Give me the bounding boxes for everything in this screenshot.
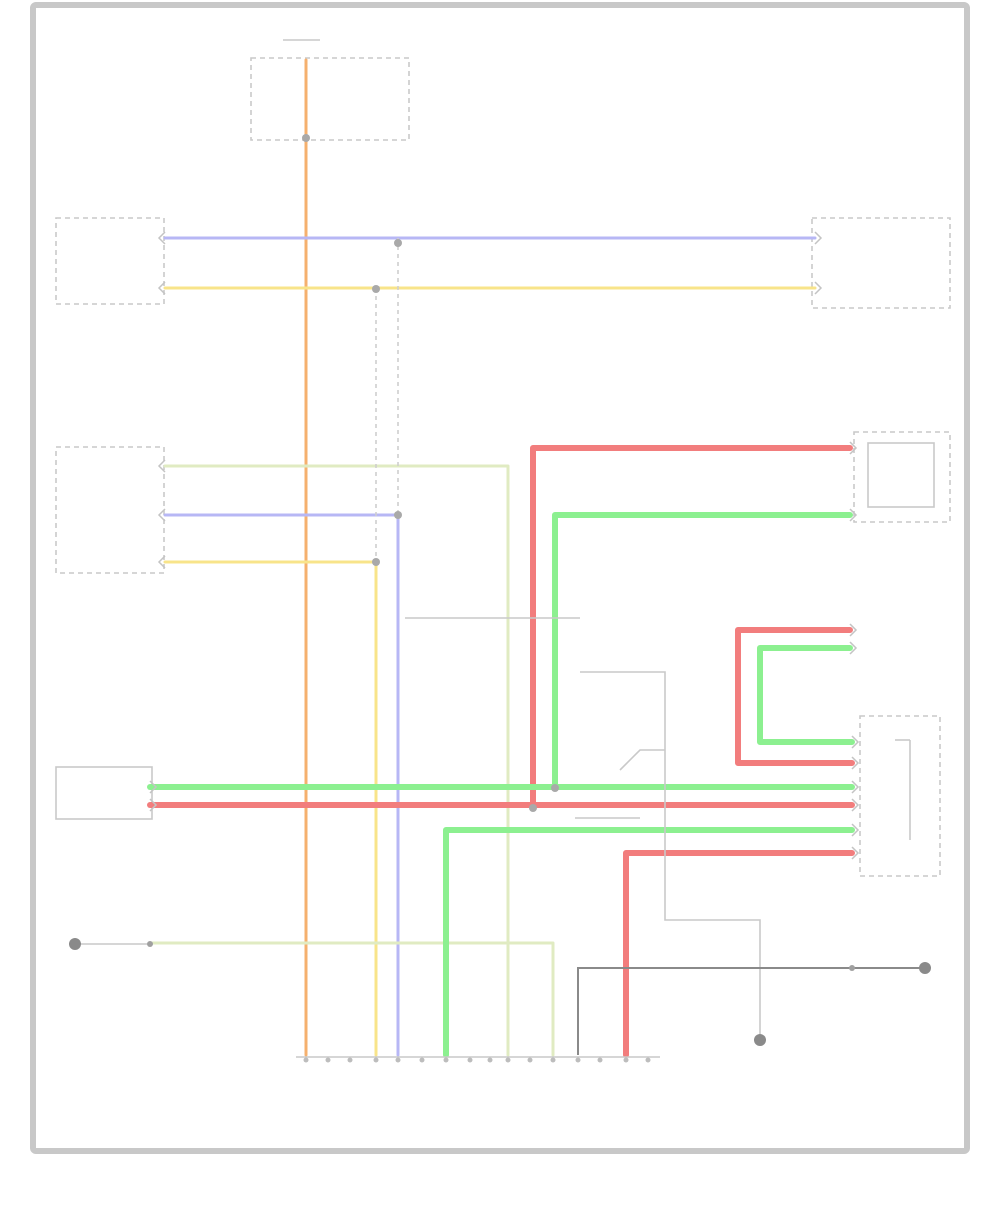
wire-red-lower [623,850,855,1058]
wire-olive-upper [163,464,510,1057]
wire-green-lower [443,827,855,1058]
right-module-1 [811,217,951,309]
left-module-2 [55,446,165,574]
connector-pins [149,231,860,860]
wire-green-top [552,512,853,791]
right-module-3 [859,715,941,877]
top-module [250,39,410,141]
ground-icon [69,938,153,950]
right-module-2 [853,431,951,523]
wire-dark-ground [577,967,920,1055]
data-link-connector [296,1056,660,1063]
diagram-frame [30,2,970,1154]
wire-red-loop [735,627,855,766]
left-module-1 [55,217,165,305]
wire-gray-internal-3 [619,749,665,771]
wire-gray-internal-2 [580,671,666,895]
wire-olive-lower [148,941,555,1057]
wire-red-top [530,445,853,811]
left-module-3 [55,766,153,820]
wire-gray-internal-5 [664,895,761,1035]
splice-dot-icon [302,134,559,812]
wire-green-loop [757,645,855,745]
ground-right-icon [849,962,931,974]
ground-bottom-icon [754,1034,766,1046]
